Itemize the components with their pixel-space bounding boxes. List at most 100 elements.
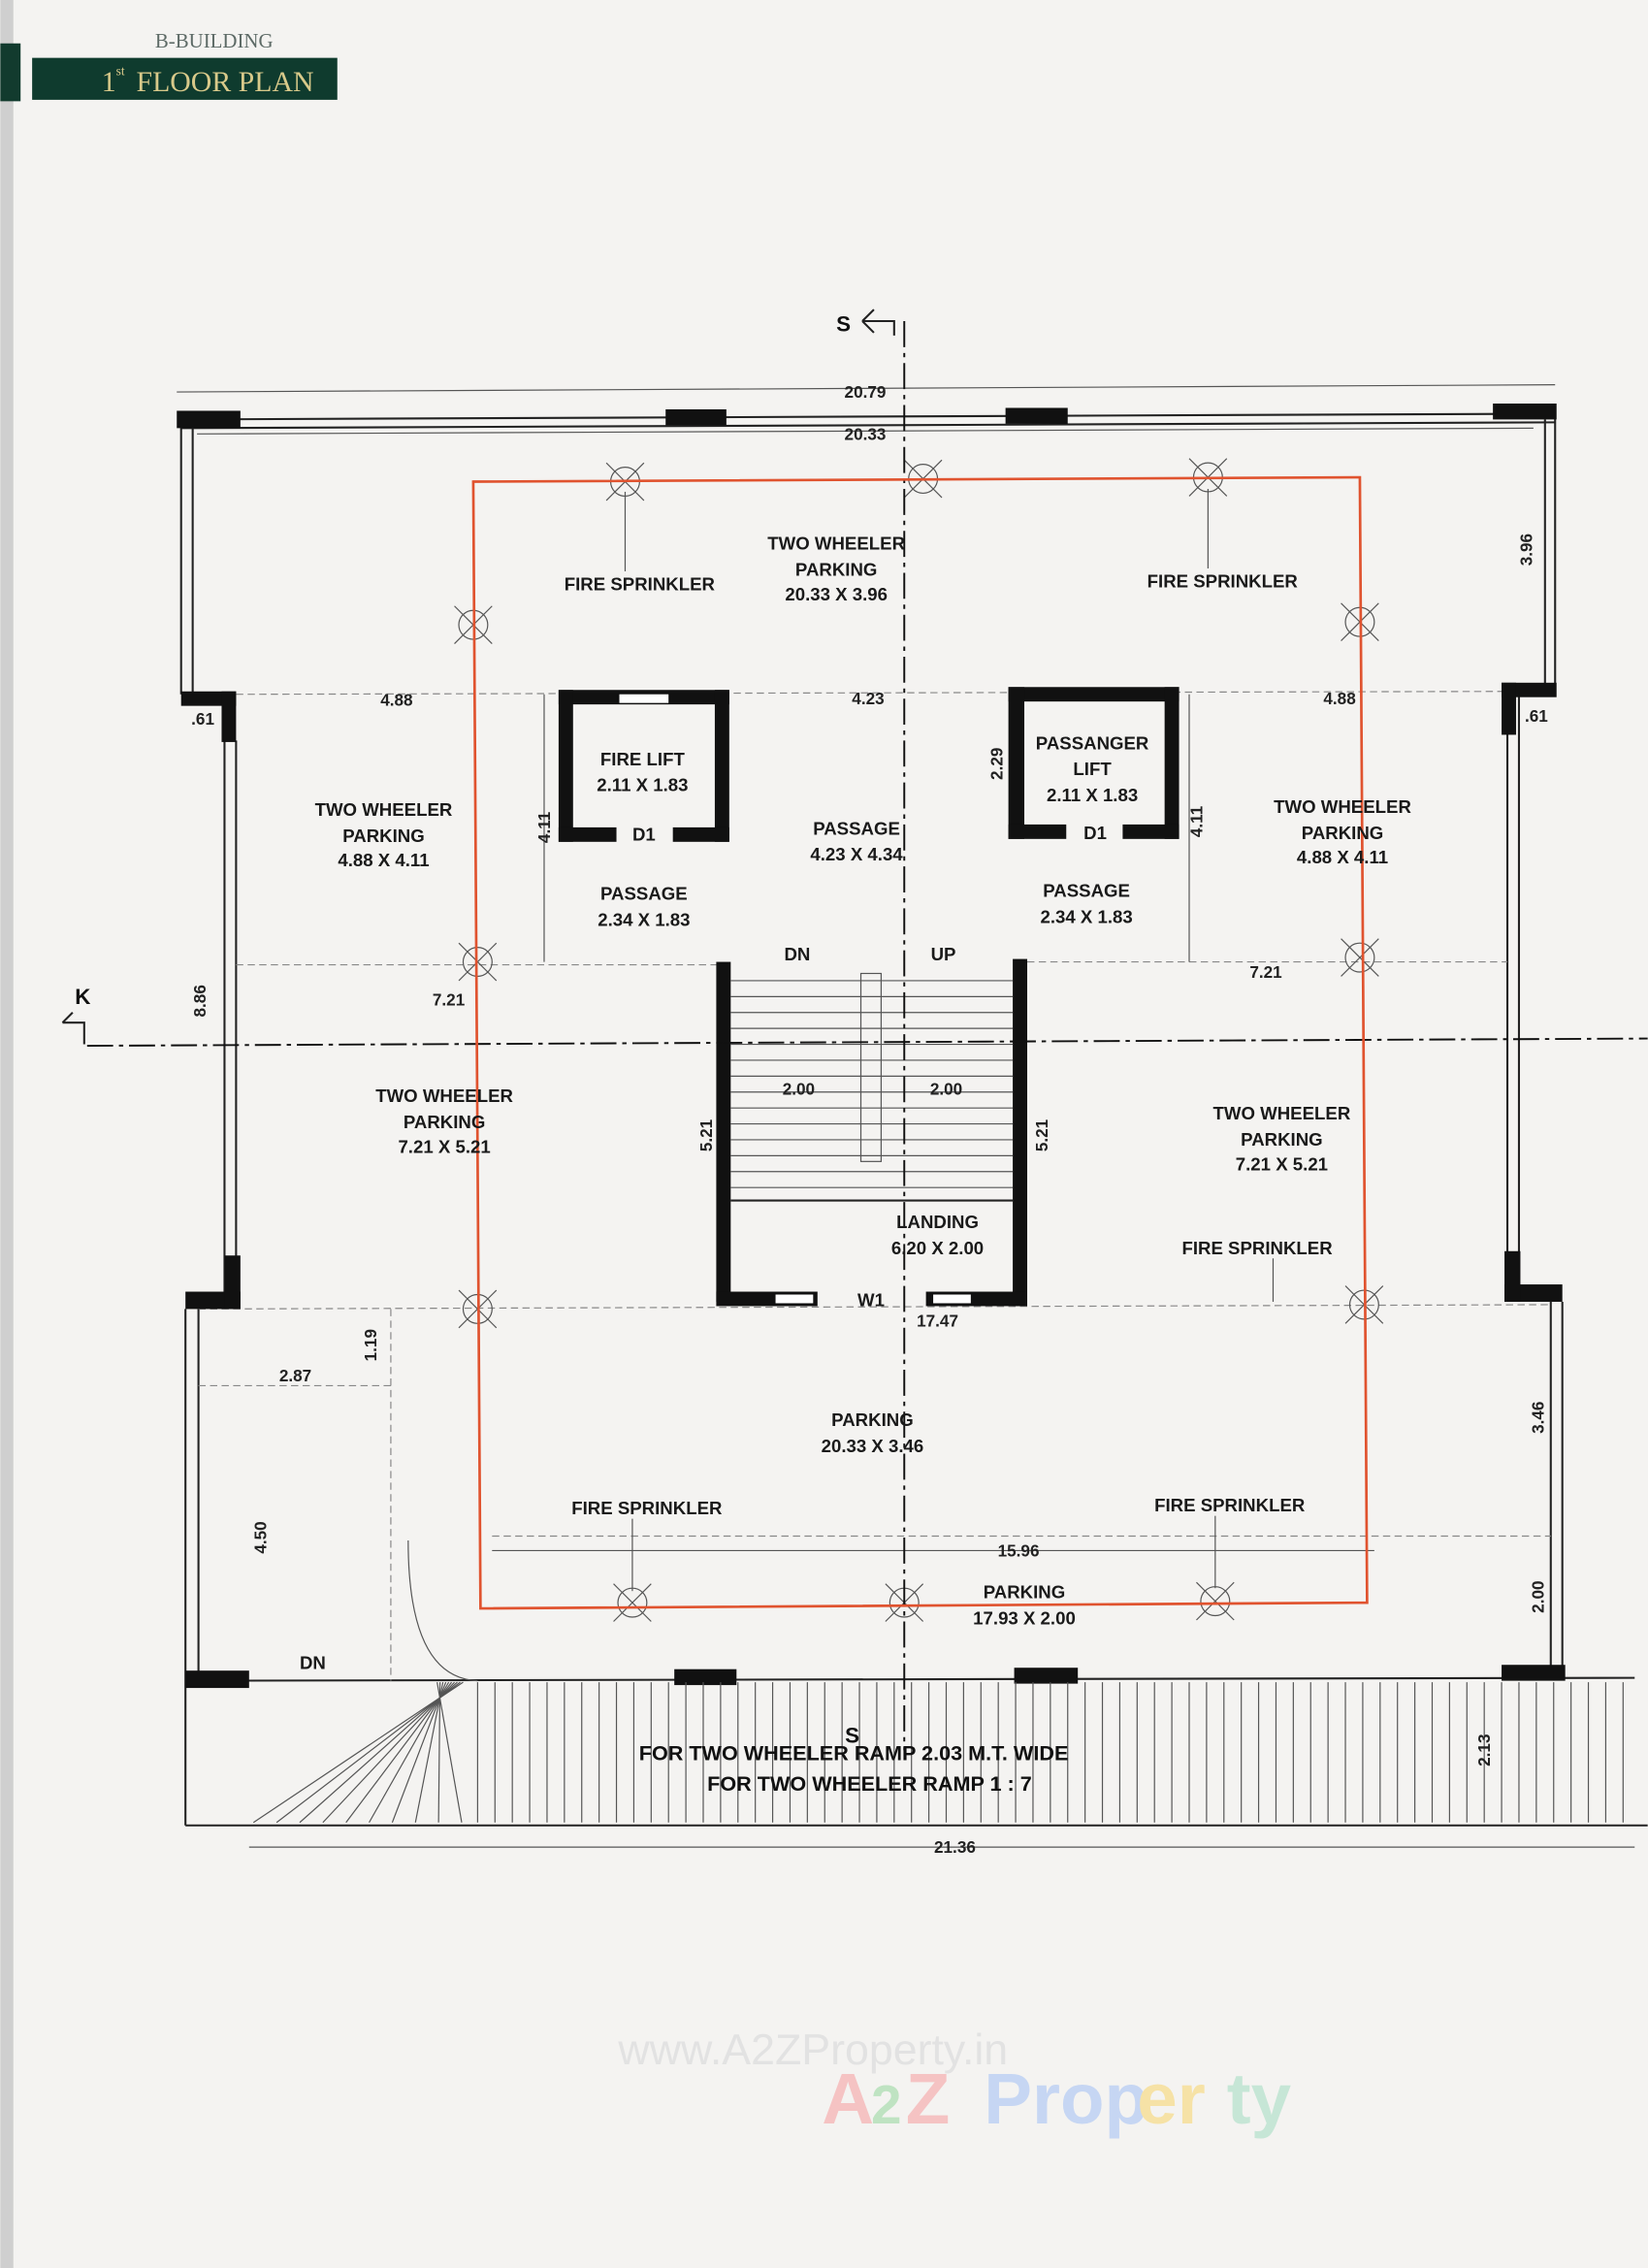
dimension-lines [177,384,1635,1848]
dim-right-721: 7.21 [1249,962,1282,982]
title-banner [32,57,338,100]
section-arrow-k-icon [61,1012,85,1045]
svg-text:ty: ty [1227,2058,1292,2139]
room-passage-left-l1: PASSAGE [600,883,688,903]
room-right-parking-l1: TWO WHEELER [1274,796,1411,817]
svg-text:Prop: Prop [984,2058,1148,2139]
room-right-parking-l3: 4.88 X 4.11 [1297,847,1388,867]
ramp-hatching [252,1681,1624,1824]
room-right-parking-l2: PARKING [1302,823,1384,843]
svg-text:2: 2 [871,2075,902,2136]
dim-right-521: 5.21 [1032,1118,1051,1151]
building-label: B-BUILDING [155,29,274,52]
room-landing-l2: 6.20 X 2.00 [891,1238,984,1258]
ramp-slope-note: FOR TWO WHEELER RAMP 1 : 7 [707,1771,1032,1796]
room-left-parking-l3: 4.88 X 4.11 [338,850,429,870]
ramp-line [437,1682,441,1823]
fire-sprinkler-label: FIRE SPRINKLER [1181,1238,1333,1258]
binding-tab [0,43,21,102]
dim-left-721: 7.21 [433,989,466,1009]
room-top-parking-l3: 20.33 X 3.96 [785,584,888,604]
dim-left-886: 8.86 [190,985,210,1017]
room-passage-left-l2: 2.34 X 1.83 [598,909,690,929]
ramp-line [436,1682,463,1823]
fire-sprinkler-label: FIRE SPRINKLER [565,573,716,594]
watermark-url: www.A2ZProperty.in [617,2026,1008,2074]
room-left-parking-l2: PARKING [342,826,425,846]
columns [177,404,1566,1689]
room-pass-lift-l2: LIFT [1073,759,1112,779]
dim-right-top: 3.96 [1516,534,1535,566]
fire-sprinkler-label: FIRE SPRINKLER [571,1498,723,1518]
room-bottom-parking-l2: 20.33 X 3.46 [822,1436,924,1456]
section-line-k [86,1037,1648,1048]
dim-lift-229: 2.29 [987,748,1007,780]
ramp-line [391,1681,447,1823]
svg-text:Z: Z [906,2058,951,2139]
dimension-labels: 20.79 20.33 3.96 4.88 4.23 4.88 .61 .61 … [190,382,1548,1857]
dim-right-346: 3.46 [1528,1402,1547,1434]
page-binding-edge [0,0,14,2268]
svg-text:er: er [1137,2058,1205,2139]
ramp-width-note: FOR TWO WHEELER RAMP 2.03 M.T. WIDE [639,1741,1069,1766]
room-top-parking-l1: TWO WHEELER [767,534,905,554]
ramp-line [252,1681,464,1824]
room-mid-right-parking-l2: PARKING [1241,1129,1323,1150]
sprinkler-leaders [624,488,1275,1592]
watermark-logo: A 2 Z Prop er ty [822,2058,1291,2139]
room-mid-left-parking-l2: PARKING [404,1112,486,1132]
dim-287: 2.87 [279,1366,311,1385]
room-mid-left-parking-l3: 7.21 X 5.21 [398,1136,490,1156]
passenger-lift-shaft [1008,687,1179,839]
room-mid-left-parking-l1: TWO WHEELER [375,1085,513,1106]
dim-right-488: 4.88 [1323,689,1355,708]
ramp-line [369,1681,450,1824]
ramp-dn: DN [300,1653,326,1673]
dim-stair-200b: 2.00 [930,1080,962,1099]
dim-left-450: 4.50 [251,1521,271,1553]
dim-1747: 17.47 [917,1311,958,1330]
floor-title-number: 1 [102,66,116,98]
dim-ramp-213: 2.13 [1474,1734,1494,1766]
dim-left-061: .61 [191,709,214,729]
ramp-line [345,1681,453,1824]
door-d1-fire-lift: D1 [632,824,656,844]
room-strip-parking-l1: PARKING [984,1582,1066,1603]
ramp-line [275,1681,461,1824]
dim-1596: 15.96 [998,1540,1040,1560]
svg-text:A: A [822,2058,874,2139]
stair-dn: DN [784,944,810,964]
highlight-outline [471,475,1369,1610]
dim-left-488: 4.88 [380,691,412,710]
dim-left-521: 5.21 [696,1118,716,1151]
room-passage-right-l2: 2.34 X 1.83 [1040,906,1132,926]
door-d1-pass-lift: D1 [1083,823,1107,843]
dim-overall-bottom: 21.36 [934,1837,976,1857]
room-labels: TWO WHEELER PARKING 20.33 X 3.96 TWO WHE… [315,534,1412,1629]
section-mark-k: K [75,985,90,1009]
section-mark-s-top: S [836,311,851,336]
dim-stair-200a: 2.00 [783,1080,815,1099]
floor-title-sup: st [116,64,125,79]
dim-inner-top: 20.33 [845,424,887,443]
walls [179,412,1648,1827]
room-fire-lift-l1: FIRE LIFT [600,749,686,769]
fire-sprinkler-label: FIRE SPRINKLER [1154,1495,1306,1515]
staircase [716,958,1027,1307]
annotations: FIRE SPRINKLER FIRE SPRINKLER FIRE SPRIN… [300,570,1333,1796]
window-w1: W1 [857,1289,885,1310]
room-pass-lift-l1: PASSANGER [1036,732,1149,753]
ramp-line [414,1682,444,1823]
room-top-parking-l2: PARKING [795,559,878,579]
dim-right-200: 2.00 [1528,1580,1547,1612]
dim-119: 1.19 [361,1329,380,1361]
room-pass-lift-l3: 2.11 X 1.83 [1047,785,1138,805]
fire-lift-shaft [558,690,729,842]
section-mark-s-bottom: S [845,1724,859,1748]
dim-right-061: .61 [1525,706,1548,726]
room-center-passage-l1: PASSAGE [813,818,900,838]
fire-sprinkler-label: FIRE SPRINKLER [1147,570,1299,591]
room-fire-lift-l2: 2.11 X 1.83 [597,775,688,795]
ramp-line [299,1681,458,1824]
